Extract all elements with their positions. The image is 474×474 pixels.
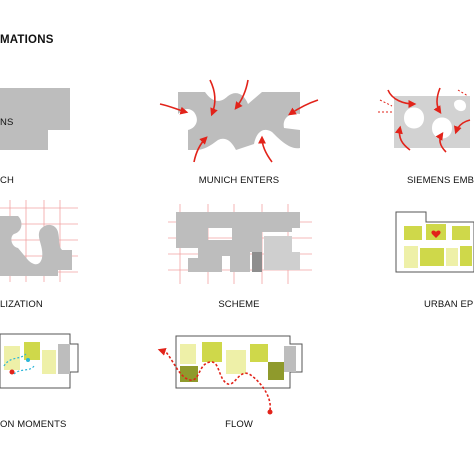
page-title: MATIONS [0, 34, 54, 46]
panel-3-diagram [378, 87, 471, 153]
panel-2-label: MUNICH ENTERS [198, 175, 280, 186]
panel-1-fragment-text: NS [0, 117, 14, 128]
panel-2-diagram [159, 79, 319, 163]
panel-8-label: FLOW [225, 419, 253, 430]
panel-7-label: ON MOMENTS [0, 419, 67, 430]
panel-6-diagram [395, 211, 474, 273]
panel-4-diagram [0, 200, 78, 282]
panel-7-diagram [0, 333, 79, 389]
panel-8-diagram [157, 335, 303, 415]
panel-1-diagram [0, 88, 70, 150]
panel-6-label: URBAN EPI [423, 299, 474, 310]
panel-5-label: SCHEME [218, 299, 260, 310]
panel-4-label: LIZATION [0, 299, 43, 310]
panel-5-diagram [168, 204, 312, 284]
panel-3-label: SIEMENS EMBR [406, 175, 474, 186]
panel-1-label: CH [0, 175, 14, 186]
